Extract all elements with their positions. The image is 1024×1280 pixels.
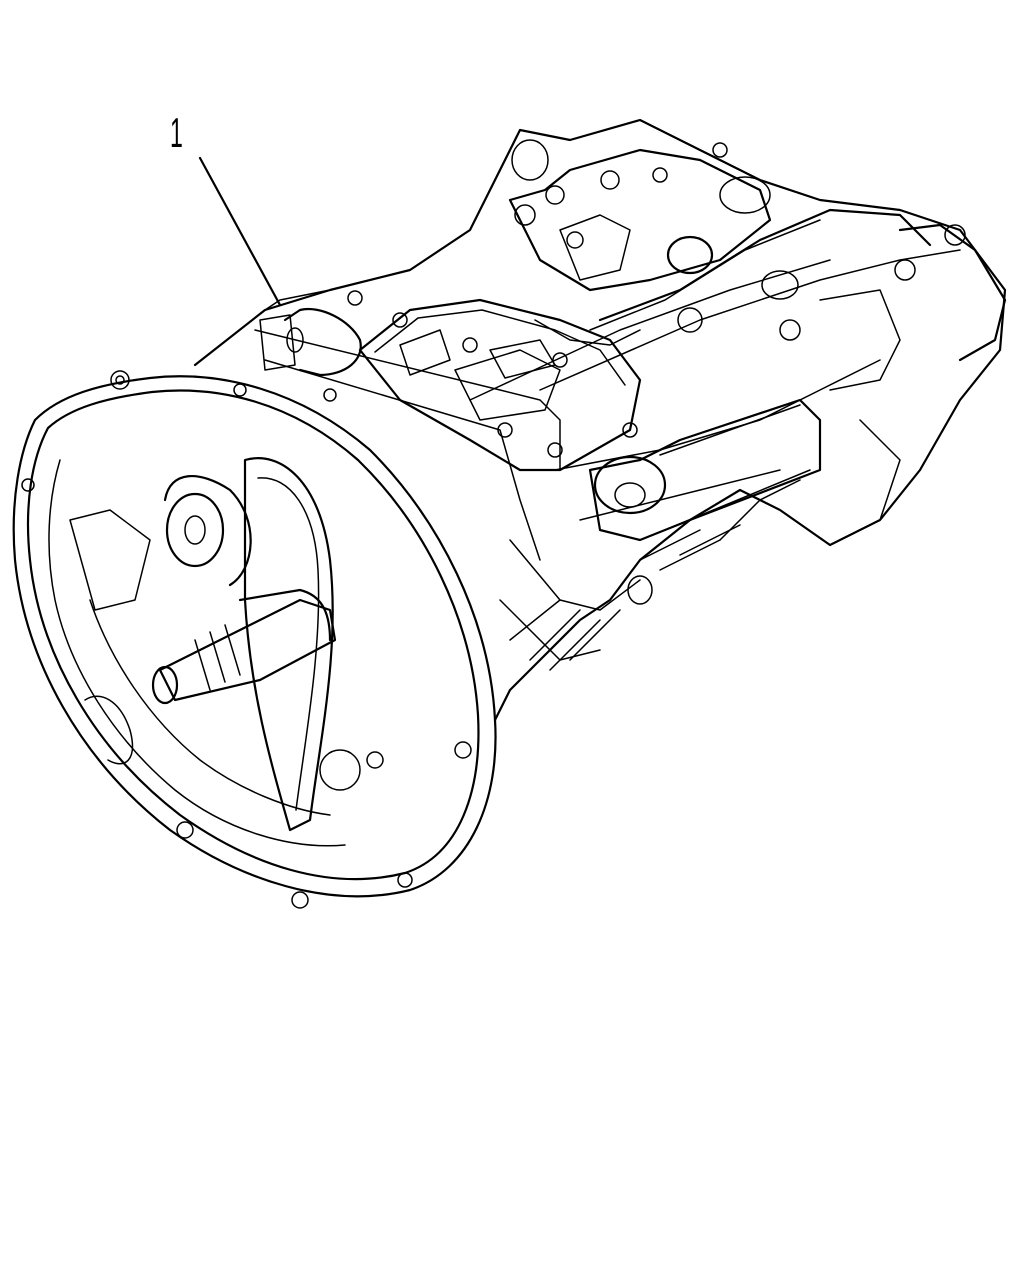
rear-housing bbox=[508, 139, 772, 292]
bell-housing bbox=[12, 370, 497, 909]
shift-unit-cover bbox=[358, 298, 642, 472]
callout-number: 1 bbox=[170, 109, 183, 156]
clutch-release-fork bbox=[243, 457, 384, 832]
callout-leader-line bbox=[198, 156, 282, 307]
shift-cylinder bbox=[588, 398, 822, 605]
rear-end-cap bbox=[677, 223, 1007, 521]
lower-ribs bbox=[509, 524, 741, 671]
pipe-line bbox=[534, 208, 932, 346]
output-flange bbox=[259, 290, 363, 377]
